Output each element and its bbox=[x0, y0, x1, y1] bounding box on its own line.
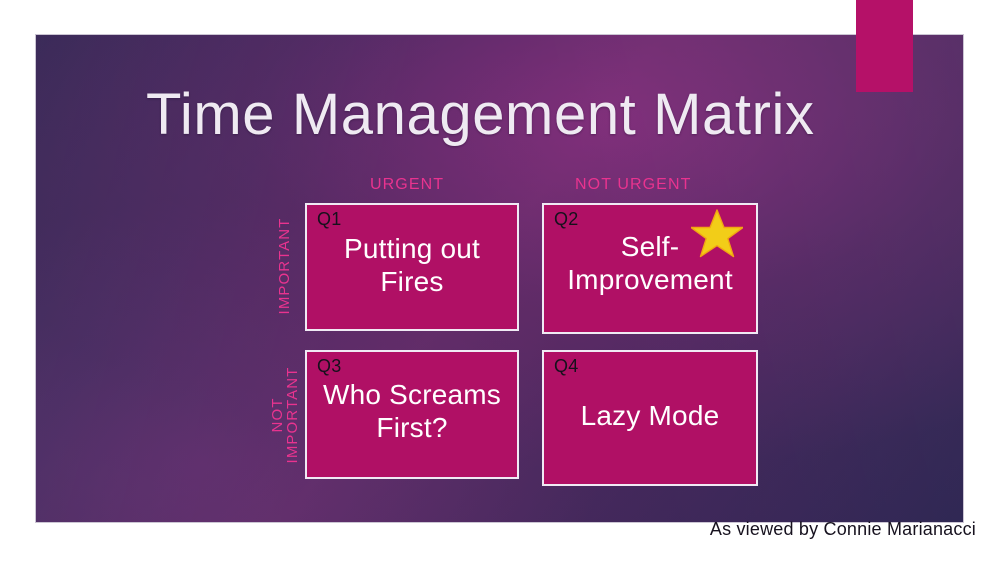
column-header-not-urgent: NOT URGENT bbox=[575, 176, 692, 193]
row-header-important-line: IMPORTANT bbox=[276, 217, 293, 315]
quadrant-q4-tag: Q4 bbox=[554, 356, 579, 376]
quadrant-q2-tag: Q2 bbox=[554, 209, 579, 229]
quadrant-q3[interactable]: Q3 Who Screams First? bbox=[305, 350, 519, 479]
accent-bar bbox=[856, 0, 913, 92]
star-icon bbox=[691, 209, 743, 258]
row-header-not-important-line1: NOT bbox=[269, 397, 286, 433]
row-header-important: IMPORTANT bbox=[276, 205, 293, 327]
presentation-slide: Time Management Matrix URGENT NOT URGENT… bbox=[36, 35, 976, 539]
quadrant-q2-text: Self-Improvement bbox=[567, 231, 733, 295]
quadrant-q1-tag: Q1 bbox=[317, 209, 342, 229]
quadrant-q3-text: Who Screams First? bbox=[322, 379, 502, 443]
column-header-urgent: URGENT bbox=[370, 176, 445, 193]
quadrant-q2[interactable]: Q2 Self-Improvement bbox=[542, 203, 758, 334]
row-header-not-important-line2: IMPORTANT bbox=[284, 366, 302, 464]
quadrant-q1[interactable]: Q1 Putting out Fires bbox=[305, 203, 519, 331]
quadrant-q4[interactable]: Q4 Lazy Mode bbox=[542, 350, 758, 486]
quadrant-q3-tag: Q3 bbox=[317, 356, 342, 376]
page-title: Time Management Matrix bbox=[146, 82, 815, 147]
quadrant-q4-text: Lazy Mode bbox=[580, 400, 720, 431]
footer-credit: As viewed by Connie Marianacci bbox=[709, 519, 976, 539]
row-header-not-important: NOT IMPORTANT bbox=[269, 351, 302, 479]
quadrant-q1-text: Putting out Fires bbox=[343, 233, 481, 297]
